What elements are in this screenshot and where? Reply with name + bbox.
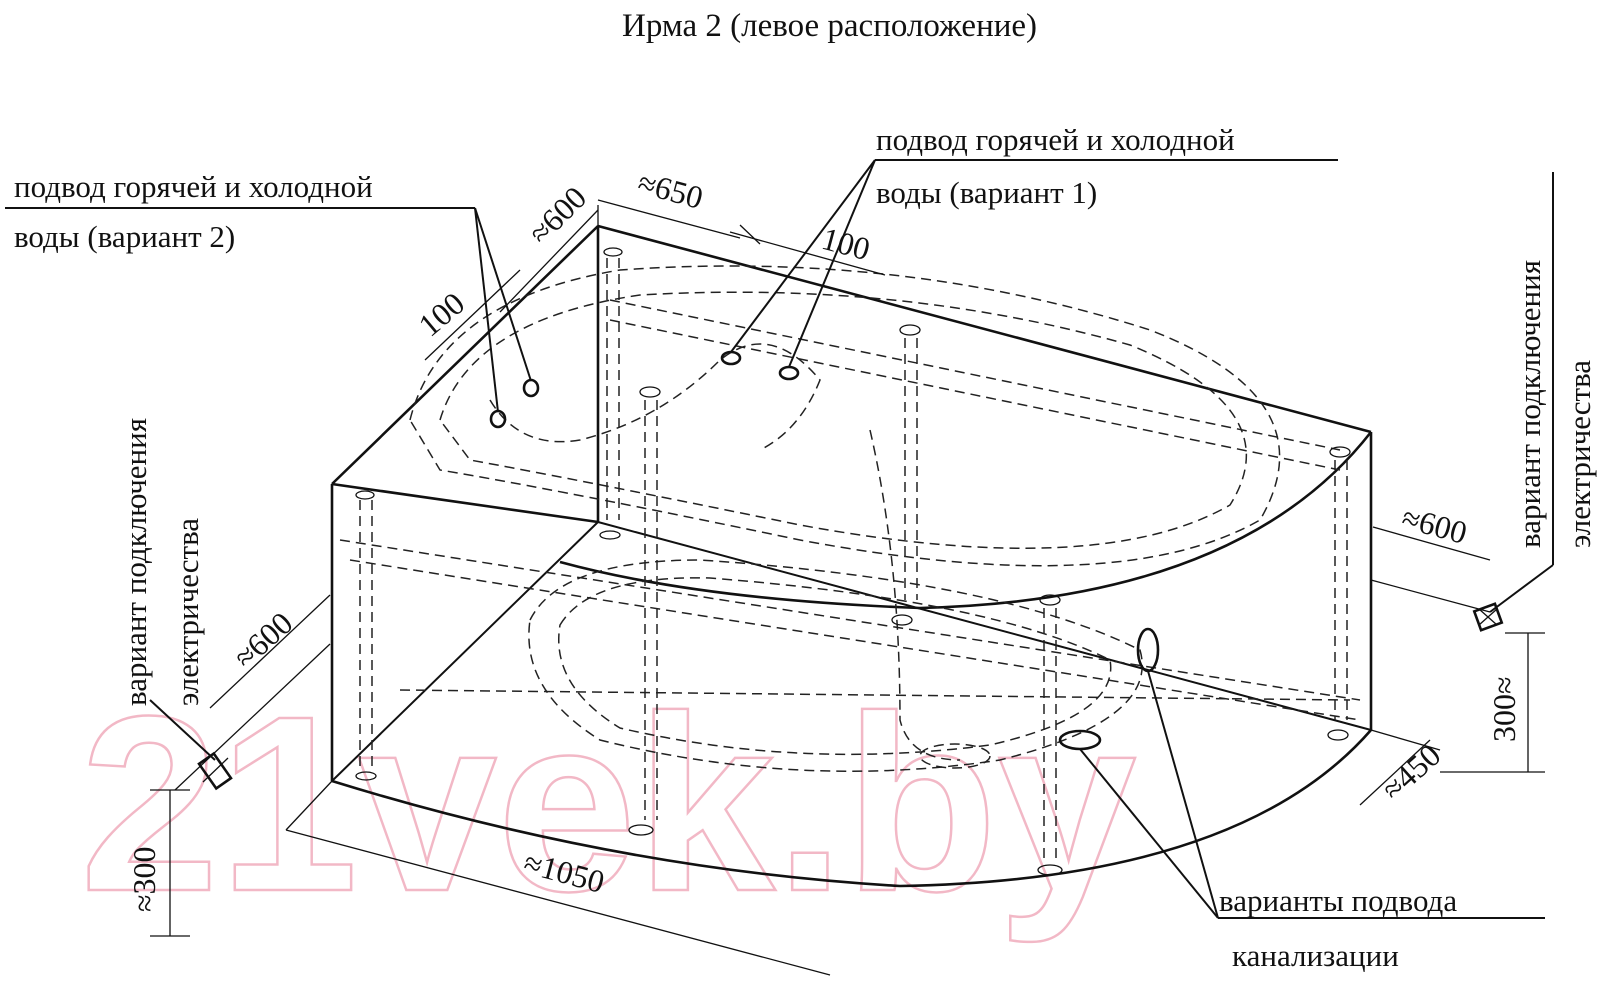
bottom-back-edge <box>597 521 1372 731</box>
dim-100-top: 100 <box>818 220 874 267</box>
drain-point-a <box>1136 627 1160 673</box>
water-point-v1-b <box>778 365 800 381</box>
tub-hidden-lines <box>339 265 1361 772</box>
label-elec-left-line2: электричества <box>170 518 205 706</box>
label-drain-line2: канализации <box>1232 938 1399 973</box>
top-back-edge <box>597 224 1372 434</box>
diagram-title: Ирма 2 (левое расположение) <box>622 8 1037 44</box>
dim-300-left: ≈300 <box>126 846 162 912</box>
dim-600-right: ≈600 <box>1398 499 1471 551</box>
electric-socket-left <box>197 751 233 791</box>
water-point-v1-a <box>720 350 742 366</box>
water-point-v2-b <box>522 378 540 398</box>
water-point-v2-a <box>489 409 507 429</box>
label-water-v1-line2: воды (вариант 1) <box>876 175 1097 210</box>
dim-300-right: 300≈ <box>1486 676 1522 742</box>
top-left-edge <box>331 225 599 485</box>
label-water-v2-line1: подвод горячей и холодной <box>14 169 373 204</box>
support-legs <box>355 247 1351 876</box>
top-front-curve <box>559 431 1373 610</box>
label-elec-right-line2: электричества <box>1562 360 1597 548</box>
leader-lines <box>5 159 1554 919</box>
dim-450: ≈450 <box>1375 737 1448 808</box>
label-drain-line1: варианты подвода <box>1219 883 1457 918</box>
bathtub-frame <box>330 224 1373 888</box>
top-inner-edge <box>331 482 599 524</box>
label-water-v2-line2: воды (вариант 2) <box>14 219 235 254</box>
bottom-left-diagonal <box>331 521 599 782</box>
bottom-front-curve <box>331 729 1372 888</box>
leg <box>891 324 921 626</box>
leg <box>355 490 377 781</box>
label-elec-left-line1: вариант подключения <box>118 418 153 706</box>
leg <box>628 386 661 836</box>
label-water-v1-line1: подвод горячей и холодной <box>876 122 1235 157</box>
dimension-lines <box>150 199 1545 976</box>
label-elec-right-line1: вариант подключения <box>1512 260 1547 548</box>
leg <box>1327 446 1351 741</box>
watermark: 21vek.by <box>80 664 1136 943</box>
dim-650: ≈650 <box>634 164 707 216</box>
leg <box>599 247 623 540</box>
leg <box>1037 594 1063 876</box>
electric-socket-right <box>1472 602 1504 632</box>
